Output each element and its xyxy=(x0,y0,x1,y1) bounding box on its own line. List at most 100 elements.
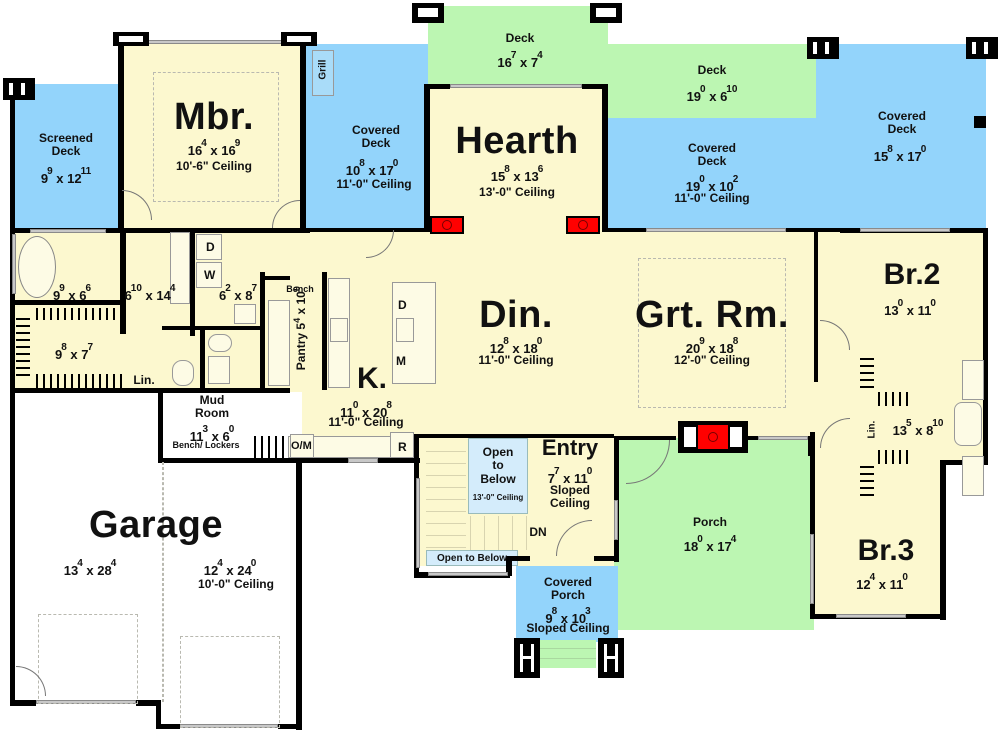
entry-ceiling: Sloped Ceiling xyxy=(549,483,591,511)
covered-porch-ceiling: Sloped Ceiling xyxy=(526,621,610,635)
window xyxy=(614,500,618,540)
window xyxy=(810,534,814,604)
window xyxy=(646,228,786,232)
covered-deck-mid-label: Covered Deck xyxy=(687,141,737,169)
br3-dimensions: 124 x 110 xyxy=(856,572,908,592)
garage-bay2-dimensions: 124 x 240 xyxy=(203,558,257,578)
wall xyxy=(506,556,512,576)
master-hall-dimensions: 610 x 144 xyxy=(124,283,176,303)
wall xyxy=(810,432,815,618)
dining-dimensions: 128 x 180 xyxy=(489,336,543,356)
hearth-dimensions: 158 x 136 xyxy=(490,164,544,184)
bath2-tub xyxy=(954,402,982,446)
dryer-icon xyxy=(196,234,222,260)
garage-divider xyxy=(162,462,164,702)
dining-label: Din. xyxy=(479,294,553,336)
wall xyxy=(424,84,450,89)
fireplace-icon xyxy=(566,216,600,234)
grill-icon xyxy=(312,50,334,96)
wall xyxy=(158,458,420,463)
covered-porch-label: Covered Porch xyxy=(543,575,593,603)
covered-deck-right-label: Covered Deck xyxy=(877,109,927,137)
wall xyxy=(300,40,306,232)
wall xyxy=(190,230,195,336)
great-room-label: Grt. Rm. xyxy=(635,294,789,336)
mud-room-note: Bench/ Lockers xyxy=(172,440,240,450)
laundry-dimensions: 62 x 87 xyxy=(218,283,258,303)
wall xyxy=(10,390,15,702)
tray-ceiling-outline xyxy=(153,72,279,202)
hearth-ceiling: 13'-0" Ceiling xyxy=(479,185,555,199)
porch-steps xyxy=(540,640,596,668)
deck-right-label: Deck xyxy=(697,63,727,77)
mbr-label: Mbr. xyxy=(173,96,255,138)
window xyxy=(140,40,286,44)
post xyxy=(113,32,149,46)
screened-deck-dimensions: 99 x 1211 xyxy=(40,166,92,186)
covered-deck-mid xyxy=(606,118,816,230)
covered-deck-left-ceiling: 11'-0" Ceiling xyxy=(336,177,412,191)
post xyxy=(281,32,317,46)
grill-label: Grill xyxy=(317,59,329,80)
fridge-icon xyxy=(390,432,414,458)
garage-ceiling: 10'-0" Ceiling xyxy=(198,577,274,591)
entry-dimensions: 77 x 110 xyxy=(547,466,593,486)
garage-room xyxy=(12,392,302,698)
post xyxy=(966,37,998,59)
closet-rod xyxy=(36,374,122,388)
covered-porch-dimensions: 98 x 103 xyxy=(545,606,591,626)
garage-bay1-dimensions: 134 x 284 xyxy=(63,558,117,578)
window xyxy=(416,478,420,568)
master-linen-label: Lin. xyxy=(133,373,155,387)
bath2-dimensions: 135 x 810 xyxy=(892,418,944,438)
covered-deck-mid-dimensions: 190 x 102 xyxy=(685,174,739,194)
mbr-ceiling: 10'-6" Ceiling xyxy=(176,159,252,173)
wall xyxy=(200,326,205,390)
oven-label: O/M xyxy=(291,440,312,452)
window xyxy=(30,229,106,233)
stair-down-label: DN xyxy=(529,525,547,539)
window xyxy=(12,234,16,294)
post xyxy=(412,3,444,23)
garage-door-outline xyxy=(180,636,280,728)
washer-icon xyxy=(196,262,222,288)
closet-rod xyxy=(36,308,122,320)
mbr-dimensions: 164 x 169 xyxy=(187,138,241,158)
wall xyxy=(602,86,608,232)
closet-rod xyxy=(878,450,910,464)
post xyxy=(598,638,624,678)
closet-rod xyxy=(254,436,286,458)
window xyxy=(348,458,378,463)
wall xyxy=(510,556,530,561)
wall xyxy=(983,228,988,464)
open-to-below-label: Open to Below xyxy=(480,445,516,486)
wall xyxy=(258,388,288,392)
wall xyxy=(118,40,124,232)
wall xyxy=(156,700,161,728)
pantry-bench-label: Bench xyxy=(286,284,314,294)
great-room-dimensions: 209 x 188 xyxy=(685,336,739,356)
br2-dimensions: 130 x 110 xyxy=(884,298,936,318)
pantry-label: Pantry 54 x 100 xyxy=(291,286,308,371)
bathtub-icon xyxy=(18,236,56,298)
laundry-sink-icon xyxy=(234,304,256,324)
wall xyxy=(278,724,302,729)
closet-rod xyxy=(878,392,910,406)
wall xyxy=(322,272,327,390)
hearth-label: Hearth xyxy=(455,120,579,162)
screened-deck xyxy=(10,84,122,230)
stairs xyxy=(426,440,466,548)
open-to-below-strip-label: Open to Below xyxy=(437,553,507,564)
bath2-vanity xyxy=(962,360,984,400)
kitchen-label: K. xyxy=(357,362,387,395)
master-bedroom xyxy=(122,44,306,230)
open-to-below-ceiling: 13'-0" Ceiling xyxy=(472,493,524,502)
porch-label: Porch xyxy=(692,515,728,529)
covered-deck-left-dimensions: 108 x 170 xyxy=(345,158,399,178)
br2-label: Br.2 xyxy=(883,258,941,291)
garage-label: Garage xyxy=(89,504,223,546)
window xyxy=(836,614,906,618)
wall xyxy=(12,300,124,305)
toilet-icon xyxy=(172,360,194,386)
